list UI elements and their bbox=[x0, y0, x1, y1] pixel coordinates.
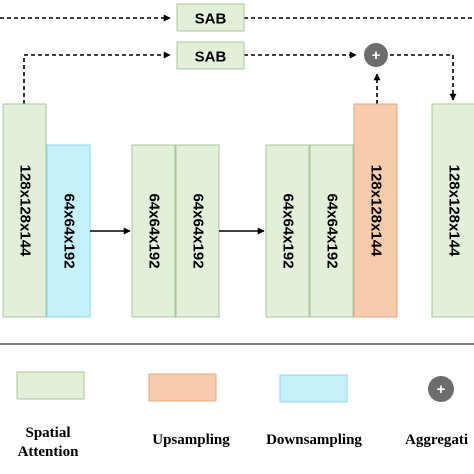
feature-block-7-label: 128x128x144 bbox=[368, 165, 385, 257]
legend-swatch-downsampling bbox=[279, 374, 348, 403]
feature-block-1-label: 128x128x144 bbox=[17, 165, 34, 257]
legend-swatch-upsampling bbox=[148, 373, 217, 402]
feature-block-5: 64x64x192 bbox=[265, 144, 310, 318]
legend-plus-icon: + bbox=[437, 381, 446, 398]
plus-icon: + bbox=[372, 47, 381, 64]
legend-spatial-label-line2: Attention bbox=[18, 444, 79, 460]
legend-plus-node bbox=[428, 376, 454, 402]
mid-connection-up bbox=[23, 51, 171, 104]
feature-block-1: 128x128x144 bbox=[2, 103, 47, 318]
legend: + Spatial Attention Upsampling Downsampl… bbox=[16, 371, 468, 460]
legend-aggregation-label: Aggregati bbox=[405, 432, 468, 448]
feature-block-6: 64x64x192 bbox=[309, 144, 354, 318]
feature-block-4: 64x64x192 bbox=[175, 144, 220, 318]
feature-block-8: 128x128x144 bbox=[431, 103, 474, 318]
sab-block-top: SAB bbox=[176, 3, 245, 32]
feature-block-8-label: 128x128x144 bbox=[446, 165, 463, 257]
feature-block-2-label: 64x64x192 bbox=[61, 193, 78, 268]
feature-block-4-label: 64x64x192 bbox=[190, 193, 207, 268]
feature-block-3: 64x64x192 bbox=[131, 144, 176, 318]
sab-block-mid: SAB bbox=[176, 41, 245, 70]
sab-mid-label: SAB bbox=[195, 49, 227, 66]
sab-top-label: SAB bbox=[195, 11, 227, 28]
legend-swatch-spatial bbox=[16, 371, 85, 400]
skip-connections bbox=[0, 14, 474, 104]
feature-block-5-label: 64x64x192 bbox=[280, 193, 297, 268]
feature-block-7: 128x128x144 bbox=[353, 103, 398, 318]
feature-block-3-label: 64x64x192 bbox=[146, 193, 163, 268]
legend-downsampling-label: Downsampling bbox=[266, 432, 362, 448]
plus-to-output bbox=[390, 54, 457, 101]
legend-spatial-label-line1: Spatial bbox=[25, 425, 70, 441]
aggregation-node: + bbox=[364, 43, 388, 67]
legend-upsampling-label: Upsampling bbox=[152, 432, 230, 448]
feature-block-6-label: 64x64x192 bbox=[324, 193, 341, 268]
feature-block-2: 64x64x192 bbox=[46, 144, 91, 318]
